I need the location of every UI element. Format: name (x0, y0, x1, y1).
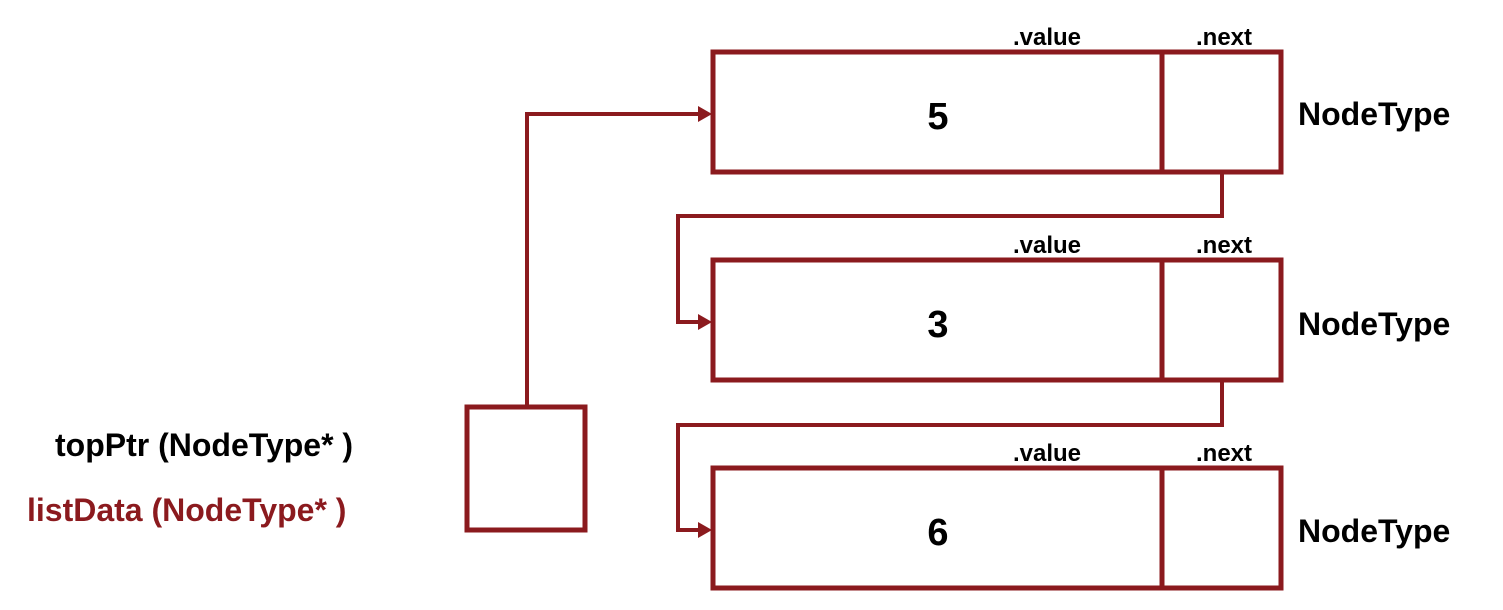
top-pointer-label: topPtr (NodeType* ) (55, 427, 353, 463)
node-3-value-cell (710, 465, 1165, 591)
node-2-type-label: NodeType (1298, 306, 1450, 342)
node-3-next-field-label: .next (1196, 440, 1252, 467)
list-data-label: listData (NodeType* ) (27, 492, 346, 528)
node-1-value-cell (710, 49, 1165, 175)
node-1-next-connector (676, 172, 1224, 324)
node-1-type-label: NodeType (1298, 96, 1450, 132)
node-2-next-connector (676, 380, 1224, 532)
node-1-next-cell (1159, 49, 1284, 175)
node-2-next-arrowhead (698, 522, 712, 538)
pointer-box (464, 404, 588, 533)
node-2-value: 3 (927, 304, 948, 346)
node-1-next-field-label: .next (1196, 24, 1252, 51)
node-3-type-label: NodeType (1298, 513, 1450, 549)
node-1-value-field-label: .value (1013, 24, 1081, 51)
node-2-next-field-label: .next (1196, 232, 1252, 259)
pointer-arrowhead (698, 106, 712, 122)
node-2: .value .next 3 NodeType (710, 232, 1450, 383)
node-3-value: 6 (927, 512, 948, 554)
node-1-value: 5 (927, 96, 948, 138)
node-2-value-field-label: .value (1013, 232, 1081, 259)
node-1-next-arrowhead (698, 314, 712, 330)
node-3: .value .next 6 NodeType (710, 440, 1450, 591)
node-2-value-cell (710, 257, 1165, 383)
node-1: .value .next 5 NodeType (710, 24, 1450, 175)
pointer-connector (525, 112, 700, 405)
node-3-next-cell (1159, 465, 1284, 591)
node-2-next-cell (1159, 257, 1284, 383)
node-3-value-field-label: .value (1013, 440, 1081, 467)
